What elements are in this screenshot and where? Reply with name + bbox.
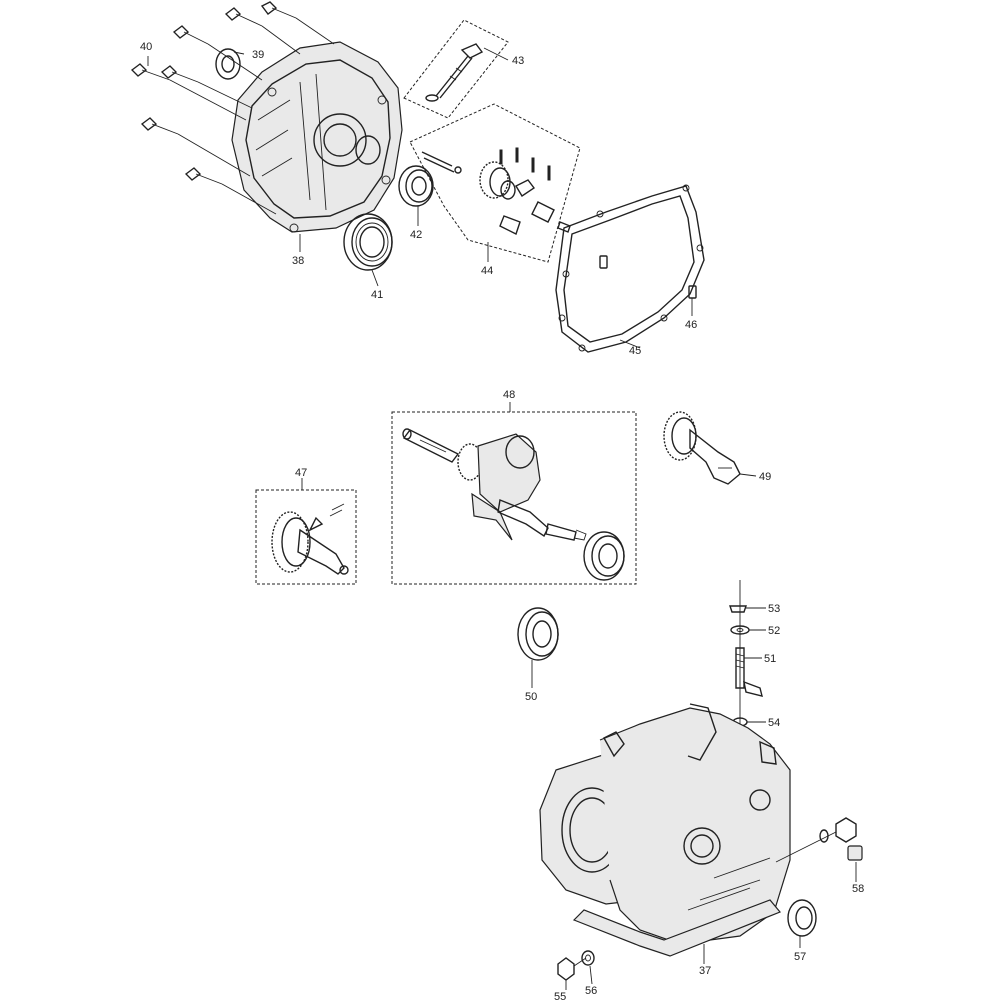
- governor-gear-part[interactable]: [421, 147, 571, 235]
- crankshaft-group-box: [391, 411, 637, 585]
- crankcase-oil-seal-part[interactable]: [787, 899, 817, 937]
- crankcase-block-part[interactable]: [539, 703, 791, 957]
- dowel-pin-part[interactable]: [599, 255, 697, 299]
- camshaft-part[interactable]: [271, 503, 349, 575]
- main-bearing-part[interactable]: [517, 607, 559, 661]
- callout-45: 45: [629, 345, 641, 357]
- callout-38: 38: [292, 255, 304, 267]
- ball-bearing-small-part[interactable]: [398, 165, 434, 207]
- callout-58: 58: [852, 883, 864, 895]
- callout-leader-lines: [147, 47, 857, 990]
- drain-washer-part[interactable]: [581, 950, 595, 966]
- callout-50: 50: [525, 691, 537, 703]
- callout-54: 54: [768, 717, 780, 729]
- callout-49: 49: [759, 471, 771, 483]
- callout-40: 40: [140, 41, 152, 53]
- oil-seal-part[interactable]: [215, 48, 241, 80]
- camshaft-group-box: [255, 489, 357, 585]
- callout-42: 42: [410, 229, 422, 241]
- callout-56: 56: [585, 985, 597, 997]
- callout-39: 39: [252, 49, 264, 61]
- callout-41: 41: [371, 289, 383, 301]
- governor-group-box: [409, 103, 581, 263]
- crankshaft-bearing-part[interactable]: [583, 531, 625, 581]
- callout-37: 37: [699, 965, 711, 977]
- oil-sensor-part[interactable]: [425, 43, 484, 102]
- oil-filler-plug-part[interactable]: [775, 817, 863, 863]
- drain-bolt-part[interactable]: [557, 957, 587, 981]
- governor-slinger-part[interactable]: [663, 411, 741, 485]
- callout-44: 44: [481, 265, 493, 277]
- callout-53: 53: [768, 603, 780, 615]
- callout-55: 55: [554, 991, 566, 1000]
- callout-48: 48: [503, 389, 515, 401]
- crankshaft-part[interactable]: [402, 428, 587, 541]
- ball-bearing-large-part[interactable]: [343, 213, 393, 271]
- cover-bolt-part[interactable]: [130, 1, 297, 185]
- callout-52: 52: [768, 625, 780, 637]
- bolt-leader-lines: [169, 17, 335, 215]
- callout-43: 43: [512, 55, 524, 67]
- oil-sensor-group-box: [403, 19, 509, 119]
- callout-51: 51: [764, 653, 776, 665]
- crankcase-gasket-part[interactable]: [555, 184, 705, 353]
- crankcase-cover-part[interactable]: [231, 41, 403, 233]
- callout-57: 57: [794, 951, 806, 963]
- callout-47: 47: [295, 467, 307, 479]
- callout-46: 46: [685, 319, 697, 331]
- callout-labels: 37 38 39 40 41 42 43 44 45 46 47 48 49 5…: [140, 41, 864, 1000]
